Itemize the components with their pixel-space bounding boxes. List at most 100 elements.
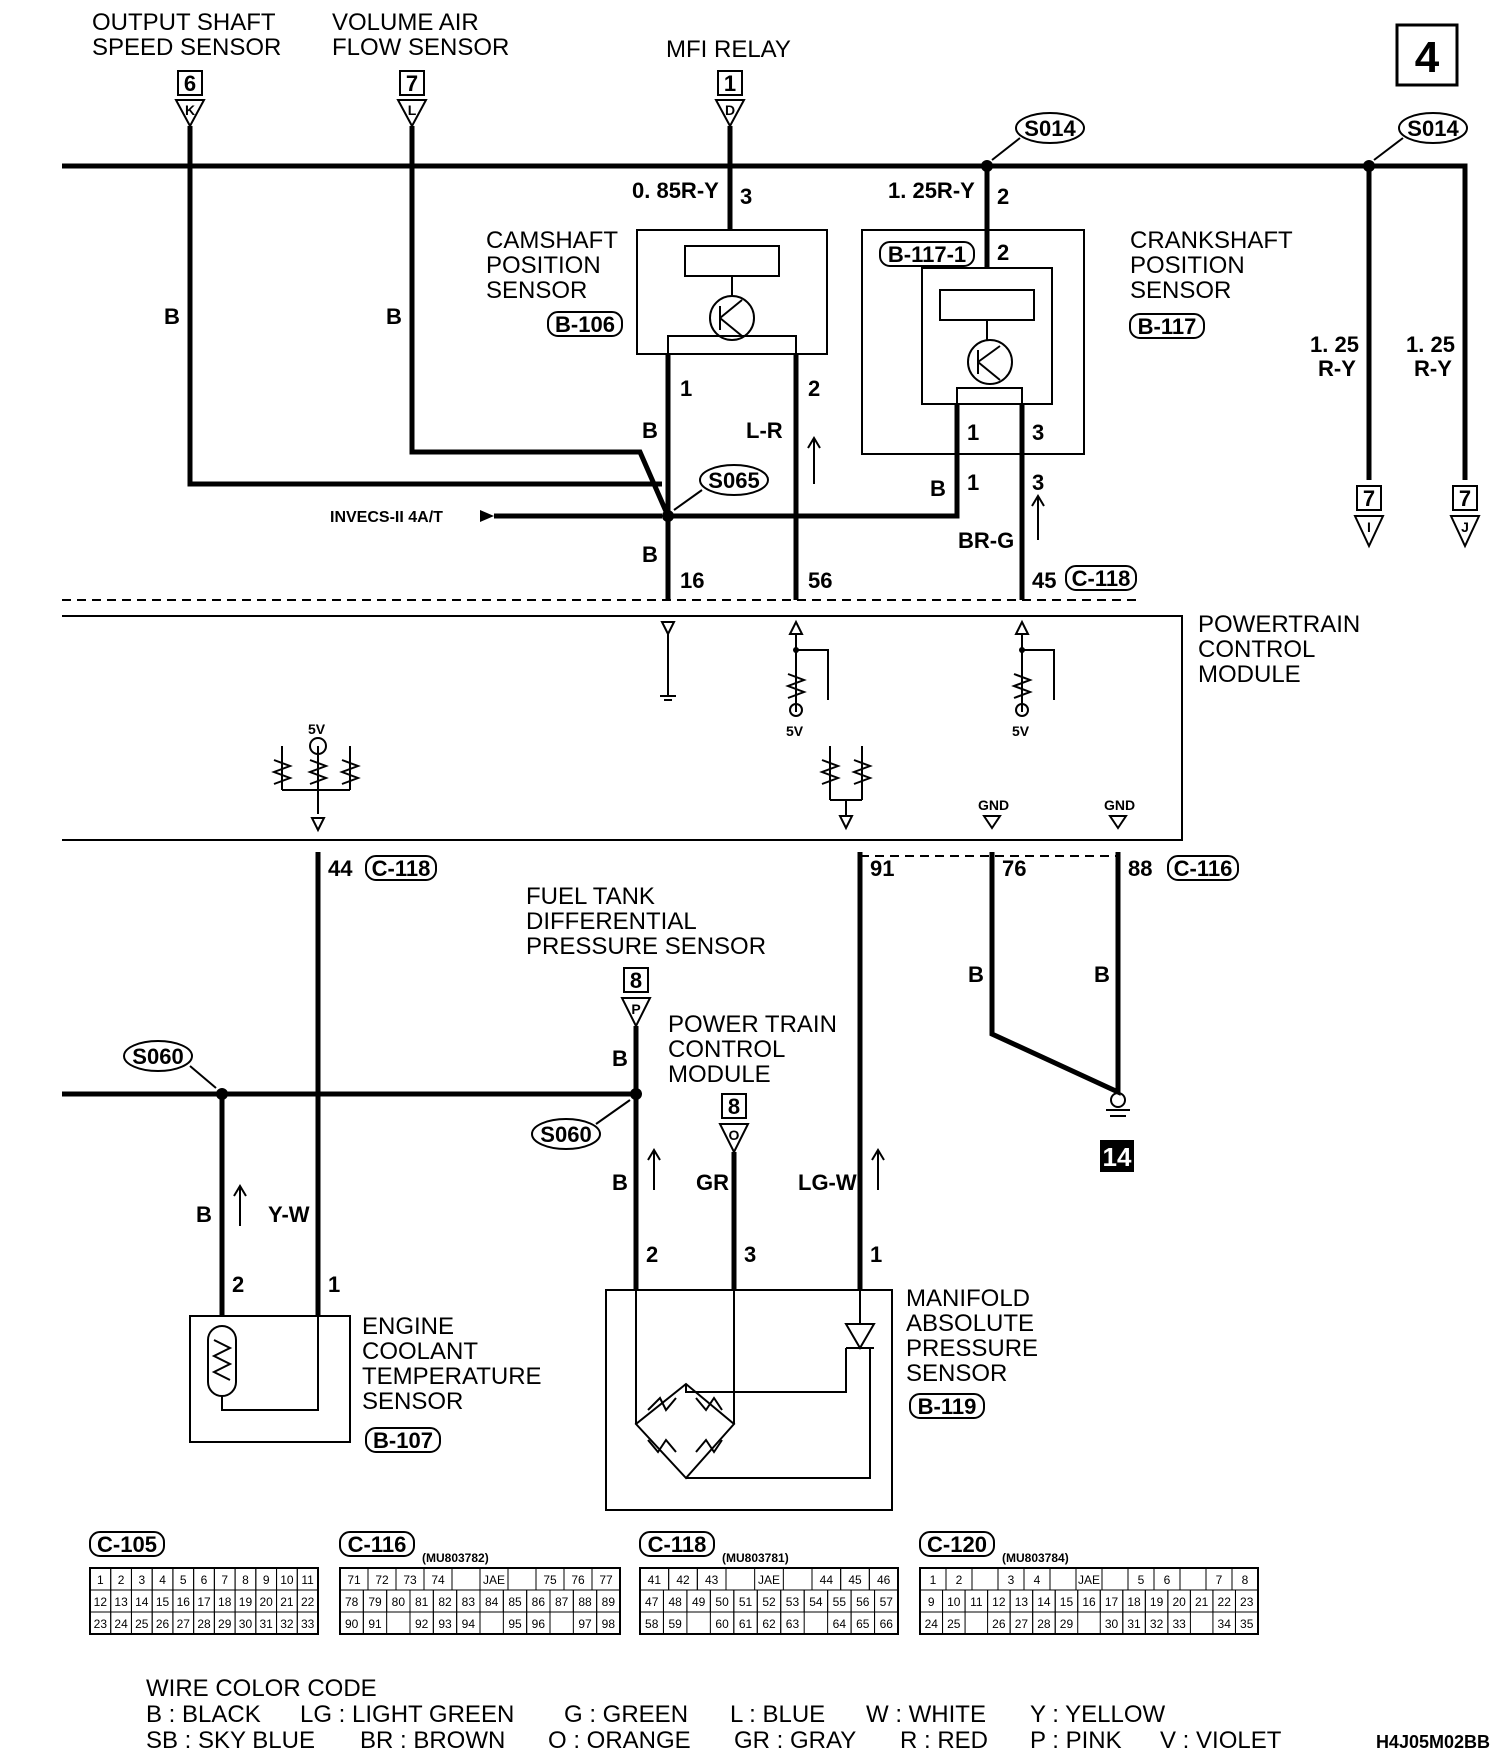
color-code-entry: BR : BROWN (360, 1727, 505, 1754)
svg-text:C-105: C-105 (97, 1532, 157, 1557)
connector-pin: 48 (669, 1595, 683, 1609)
wire-output-shaft (187, 126, 662, 487)
camshaft-position-sensor (636, 229, 828, 355)
wire-label-crank-brg: BR-G (958, 528, 1014, 553)
ftdps-marker: 8 P (620, 967, 652, 1029)
signal-arrow-cam (807, 436, 821, 484)
connector-pin: 33 (301, 1617, 315, 1631)
engine-coolant-temperature-sensor (189, 1315, 351, 1443)
color-code-entry: Y : YELLOW (1030, 1701, 1166, 1728)
connector-pin: 15 (156, 1595, 170, 1609)
pin-map-1: 1 (870, 1242, 882, 1267)
connector-pin: 89 (602, 1595, 616, 1609)
connector-pin: 32 (1150, 1617, 1164, 1631)
connector-pin: 61 (739, 1617, 753, 1631)
connector-pin: 4 (159, 1573, 166, 1587)
splice-s060-a: S060 (123, 1040, 217, 1089)
connector-pin: 26 (156, 1617, 170, 1631)
connector-pin: 31 (260, 1617, 274, 1631)
connector-pin: 29 (218, 1617, 232, 1631)
color-code-entry: SB : SKY BLUE (146, 1727, 315, 1754)
wire-label-cam-feed: 0. 85R-Y (632, 178, 719, 203)
svg-text:7: 7 (406, 71, 418, 96)
svg-text:4: 4 (1415, 33, 1440, 82)
svg-text:7: 7 (1459, 486, 1471, 511)
connector-c118-top: C-118 (1065, 565, 1137, 591)
connector-pin: 51 (739, 1595, 753, 1609)
ect-code: B-107 (365, 1427, 441, 1453)
pcm-5v-label-c: 5V (308, 721, 326, 737)
connector-pin: 8 (242, 1573, 249, 1587)
svg-text:D: D (725, 102, 735, 118)
wire-label-cam-b: B (642, 418, 658, 443)
svg-text:14: 14 (1103, 1142, 1132, 1172)
powertrain-control-module (62, 615, 1183, 841)
connector-pin: 90 (345, 1617, 359, 1631)
connector-pin: 53 (786, 1595, 800, 1609)
svg-text:6: 6 (184, 71, 196, 96)
svg-text:C-116: C-116 (348, 1532, 407, 1557)
connector-pin: 19 (1150, 1595, 1164, 1609)
connector-pin: 63 (786, 1617, 800, 1631)
connector-pin: 7 (221, 1573, 228, 1587)
connector-pin: 42 (676, 1573, 690, 1587)
connector-pin: 98 (602, 1617, 616, 1631)
svg-text:C-118: C-118 (1072, 566, 1131, 591)
connector-pin: 65 (856, 1617, 870, 1631)
connector-pin: 50 (715, 1595, 729, 1609)
connector-pin: 84 (485, 1595, 499, 1609)
svg-text:B-107: B-107 (373, 1428, 433, 1453)
connector-pin: 24 (114, 1617, 128, 1631)
connector-pin: 43 (705, 1573, 719, 1587)
top-bus-wire (62, 163, 1468, 480)
pin-map-2: 2 (646, 1242, 658, 1267)
output-shaft-speed-sensor-label: OUTPUT SHAFT SPEED SENSOR (92, 9, 282, 61)
wire-label-gnd76: B (968, 962, 984, 987)
connector-pin: 35 (1240, 1617, 1254, 1631)
connector-pin: 71 (347, 1573, 361, 1587)
connector-pin: 11 (970, 1595, 983, 1609)
right-marker-1: 7 I (1353, 485, 1385, 549)
connector-pin: JAE (1078, 1573, 1100, 1587)
connector-pin: 23 (94, 1617, 108, 1631)
wire-label-map-b: B (612, 1170, 628, 1195)
signal-arrow-ect (233, 1184, 247, 1226)
connector-pin: 18 (1127, 1595, 1141, 1609)
wire-ground-pcm (989, 852, 1121, 1096)
wire-label-b-2: B (386, 304, 402, 329)
wire-label-map-gr: GR (696, 1170, 729, 1195)
connector-pin: 2 (956, 1573, 963, 1587)
crankshaft-position-sensor (861, 229, 1085, 455)
pin-pcm-88: 88 (1128, 856, 1152, 881)
connector-pin: 91 (368, 1617, 382, 1631)
connector-pin: 62 (762, 1617, 776, 1631)
signal-arrow-crank (1031, 494, 1045, 540)
wire-label-crank-b: B (930, 476, 946, 501)
connector-pin: 23 (1240, 1595, 1254, 1609)
connector-pin: 17 (1105, 1595, 1119, 1609)
connector-pin: 34 (1218, 1617, 1232, 1631)
pin-cam-1: 1 (680, 376, 692, 401)
connector-pin: 16 (177, 1595, 191, 1609)
connector-pin: 11 (301, 1573, 314, 1587)
svg-text:B-106: B-106 (555, 312, 615, 337)
connector-pin: 7 (1216, 1573, 1223, 1587)
connector-pin: 4 (1034, 1573, 1041, 1587)
connector-pin: 19 (239, 1595, 253, 1609)
wire-volume-air-flow (409, 126, 671, 518)
connector-pin: 55 (833, 1595, 847, 1609)
connector-pin: 20 (1172, 1595, 1186, 1609)
connector-pin: 32 (280, 1617, 294, 1631)
connector-pin: 66 (880, 1617, 894, 1631)
svg-text:O: O (729, 1127, 740, 1143)
pin-map-3: 3 (744, 1242, 756, 1267)
connector-pin: 85 (508, 1595, 522, 1609)
connector-pin: 45 (848, 1573, 862, 1587)
color-code-entry: O : ORANGE (548, 1727, 691, 1754)
connector-pin: 49 (692, 1595, 706, 1609)
